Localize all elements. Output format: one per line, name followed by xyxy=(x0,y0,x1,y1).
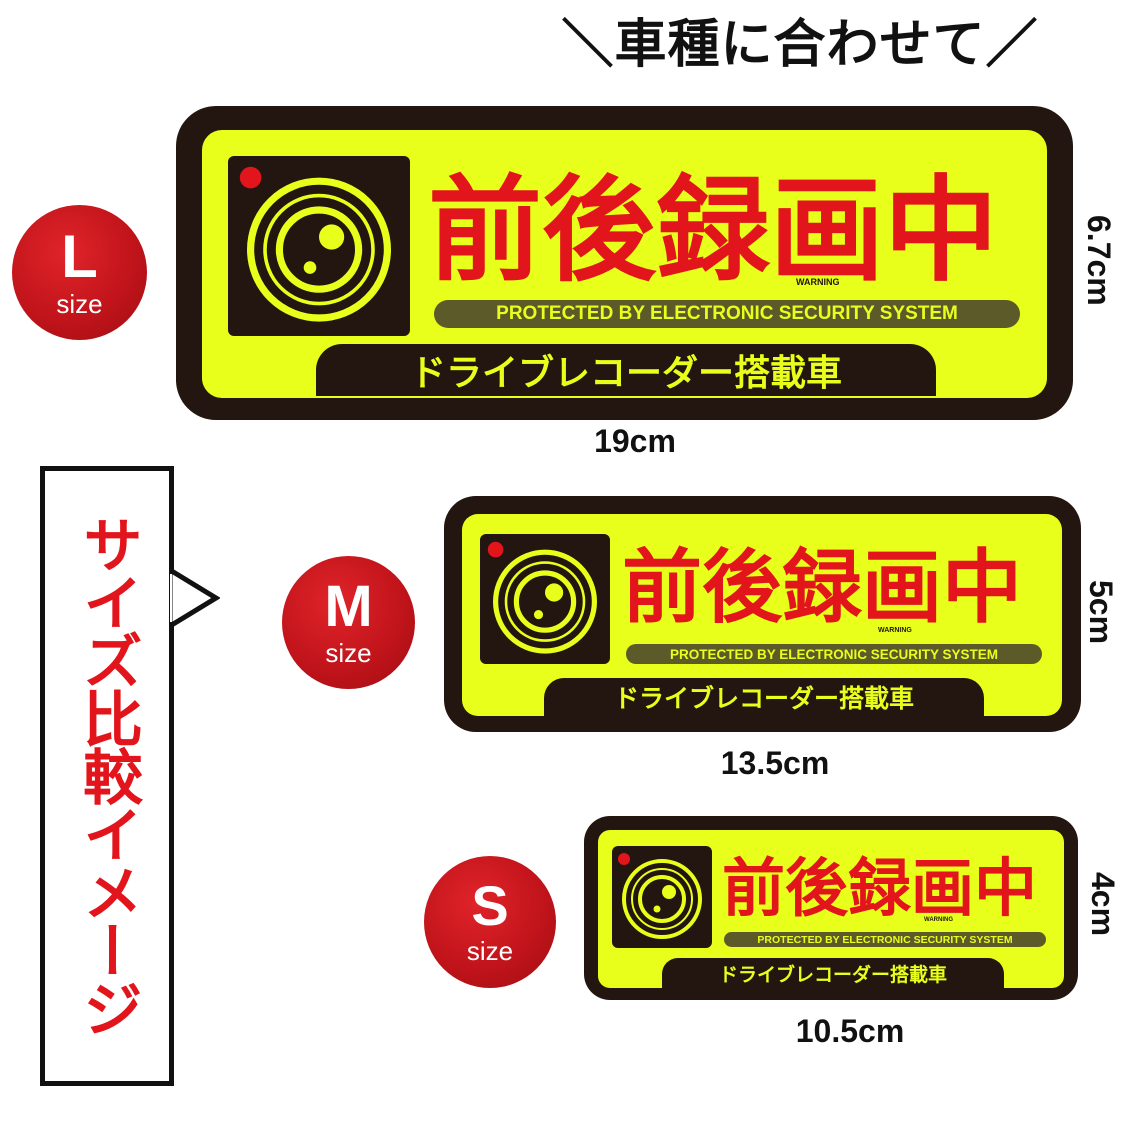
callout-text: サイズ比較イメージ xyxy=(72,514,143,1036)
size-badge-s: S size xyxy=(424,856,556,988)
header-title: ＼車種に合わせて／ xyxy=(561,14,1039,75)
sticker-medium: 前後録画中 WARNING PROTECTED BY ELECTRONIC SE… xyxy=(444,496,1081,732)
width-label-l: 19cm xyxy=(594,423,676,459)
height-label-l: 6.7cm xyxy=(1081,215,1117,306)
warning-label: WARNING xyxy=(796,277,840,287)
protected-banner: PROTECTED BY ELECTRONIC SECURITY SYSTEM xyxy=(434,300,1020,328)
height-label-s: 4cm xyxy=(1085,872,1121,937)
size-badge-m: M size xyxy=(282,556,415,689)
protected-banner: PROTECTED BY ELECTRONIC SECURITY SYSTEM xyxy=(626,644,1042,664)
size-badge-l: L size xyxy=(12,205,147,340)
sticker-large: 前後録画中 WARNING PROTECTED BY ELECTRONIC SE… xyxy=(176,106,1073,420)
camera-icon xyxy=(480,534,610,664)
recorder-tab: ドライブレコーダー搭載車 xyxy=(316,344,936,396)
size-letter: M xyxy=(324,574,373,639)
width-label-s: 10.5cm xyxy=(795,1013,905,1049)
size-letter: S xyxy=(471,874,509,937)
size-word: size xyxy=(466,936,514,966)
headline-text: 前後録画中 xyxy=(622,541,1022,634)
width-label-m: 13.5cm xyxy=(720,745,830,781)
camera-icon xyxy=(612,846,712,948)
recorder-tab: ドライブレコーダー搭載車 xyxy=(662,958,1004,988)
warning-label: WARNING xyxy=(878,627,912,634)
headline-text: 前後録画中 xyxy=(722,851,1037,925)
callout-box xyxy=(40,466,174,1086)
protected-banner: PROTECTED BY ELECTRONIC SECURITY SYSTEM xyxy=(724,932,1046,947)
headline-text: 前後録画中 xyxy=(428,164,999,297)
callout-arrow xyxy=(170,568,220,628)
size-word: size xyxy=(325,638,372,668)
size-word: size xyxy=(56,289,103,319)
warning-label: WARNING xyxy=(924,917,953,923)
sticker-small: 前後録画中 WARNING PROTECTED BY ELECTRONIC SE… xyxy=(584,816,1078,1000)
size-letter: L xyxy=(61,223,98,290)
camera-icon xyxy=(228,156,410,336)
height-label-m: 5cm xyxy=(1083,580,1119,645)
recorder-tab: ドライブレコーダー搭載車 xyxy=(544,678,984,716)
